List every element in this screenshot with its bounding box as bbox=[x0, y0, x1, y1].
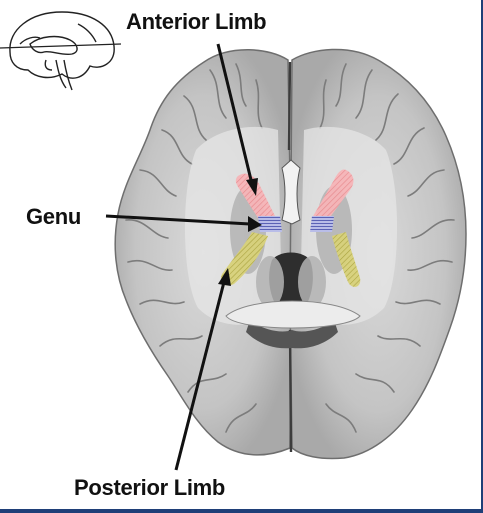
posterior-limb-label: Posterior Limb bbox=[74, 475, 226, 500]
posterior-limb-arrow bbox=[174, 268, 231, 471]
anterior-limb-label: Anterior Limb bbox=[126, 9, 267, 34]
cortical-folds bbox=[125, 63, 455, 433]
genu-label: Genu bbox=[26, 204, 82, 229]
interhemispheric-fissure bbox=[287, 61, 293, 453]
splenium bbox=[225, 300, 361, 329]
posterior-limb-highlight bbox=[220, 232, 361, 287]
anterior-limb-highlight bbox=[235, 169, 354, 223]
anterior-limb-arrow bbox=[216, 43, 258, 196]
genu-arrow bbox=[105, 214, 262, 232]
genu-highlight bbox=[258, 216, 334, 232]
brain-sagittal-icon bbox=[0, 11, 122, 91]
